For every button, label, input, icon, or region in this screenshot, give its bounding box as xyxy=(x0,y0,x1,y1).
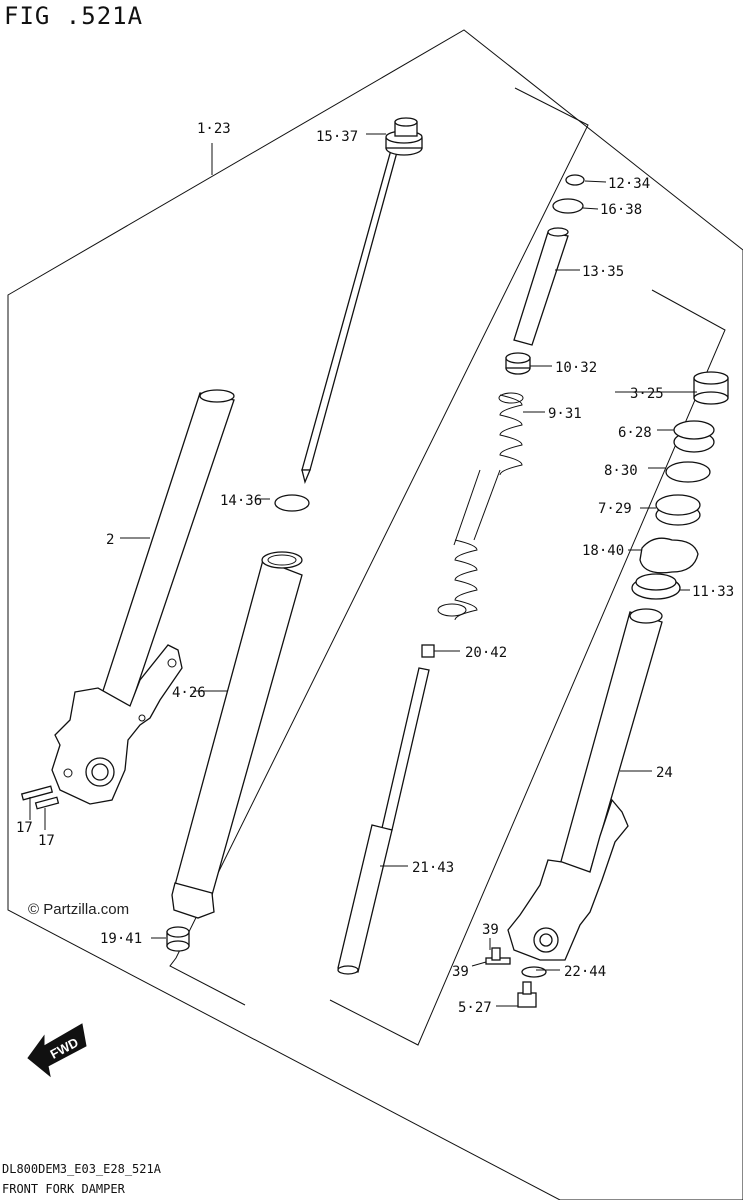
washer-8[interactable] xyxy=(665,461,711,483)
washer-16[interactable] xyxy=(552,198,584,214)
inner-tube[interactable] xyxy=(171,551,303,919)
figure-title: FIG .521A xyxy=(4,2,144,30)
seat-10[interactable] xyxy=(505,352,531,375)
callout-14-36: 14·36 xyxy=(220,493,262,509)
bushing-3[interactable] xyxy=(693,371,729,405)
callout-20-42: 20·42 xyxy=(465,645,507,661)
callout-11-33: 11·33 xyxy=(692,584,734,600)
callout-6-28: 6·28 xyxy=(618,425,652,441)
cap-bolt-15[interactable] xyxy=(385,117,423,156)
oil-seal-7[interactable] xyxy=(655,494,701,526)
callout-2: 2 xyxy=(106,532,114,548)
callout-15-37: 15·37 xyxy=(316,129,358,145)
outer-tube-left[interactable] xyxy=(51,389,235,805)
callout-22-44: 22·44 xyxy=(564,964,606,980)
bushing-6[interactable] xyxy=(673,420,715,453)
callout-8-30: 8·30 xyxy=(604,463,638,479)
callout-39-b: 39 xyxy=(452,964,469,980)
damper-rod[interactable] xyxy=(301,149,398,485)
callout-9-31: 9·31 xyxy=(548,406,582,422)
callout-10-32: 10·32 xyxy=(555,360,597,376)
bolt-39[interactable] xyxy=(485,947,511,965)
callout-24: 24 xyxy=(656,765,673,781)
figure-caption: FRONT FORK DAMPER xyxy=(2,1182,125,1196)
nut-20[interactable] xyxy=(421,644,435,658)
callout-16-38: 16·38 xyxy=(600,202,642,218)
outer-tube-right[interactable] xyxy=(507,608,663,961)
callout-12-34: 12·34 xyxy=(608,176,650,192)
washer-22[interactable] xyxy=(521,966,547,978)
o-ring-14[interactable] xyxy=(274,494,310,512)
callout-4-26: 4·26 xyxy=(172,685,206,701)
group-line-mid xyxy=(329,289,726,1046)
nut-12[interactable] xyxy=(565,174,585,186)
callout-19-41: 19·41 xyxy=(100,931,142,947)
dust-seal-11[interactable] xyxy=(631,573,681,600)
leader-lines xyxy=(29,133,697,1007)
fork-spring[interactable] xyxy=(437,392,524,621)
callout-21-43: 21·43 xyxy=(412,860,454,876)
group-line-left xyxy=(169,87,589,1006)
callout-5-27: 5·27 xyxy=(458,1000,492,1016)
model-code: DL800DEM3_E03_E28_521A xyxy=(2,1162,161,1176)
callout-17-a: 17 xyxy=(16,820,33,836)
spacer-13[interactable] xyxy=(513,227,569,346)
callout-13-35: 13·35 xyxy=(582,264,624,280)
fwd-arrow-icon: FWD xyxy=(27,1023,87,1078)
callout-7-29: 7·29 xyxy=(598,501,632,517)
stopper-ring-18[interactable] xyxy=(639,537,699,574)
drain-bolt-5[interactable] xyxy=(517,981,537,1008)
callout-17-b: 17 xyxy=(38,833,55,849)
callout-1-23: 1·23 xyxy=(197,121,231,137)
callout-18-40: 18·40 xyxy=(582,543,624,559)
oil-lock-19[interactable] xyxy=(166,926,190,952)
damper-rod-21[interactable] xyxy=(337,667,430,975)
watermark: © Partzilla.com xyxy=(28,901,130,918)
callout-3-25: 3·25 xyxy=(630,386,664,402)
bolt-17[interactable] xyxy=(20,785,60,810)
callout-39-a: 39 xyxy=(482,922,499,938)
assembly-boundary xyxy=(7,29,743,1200)
